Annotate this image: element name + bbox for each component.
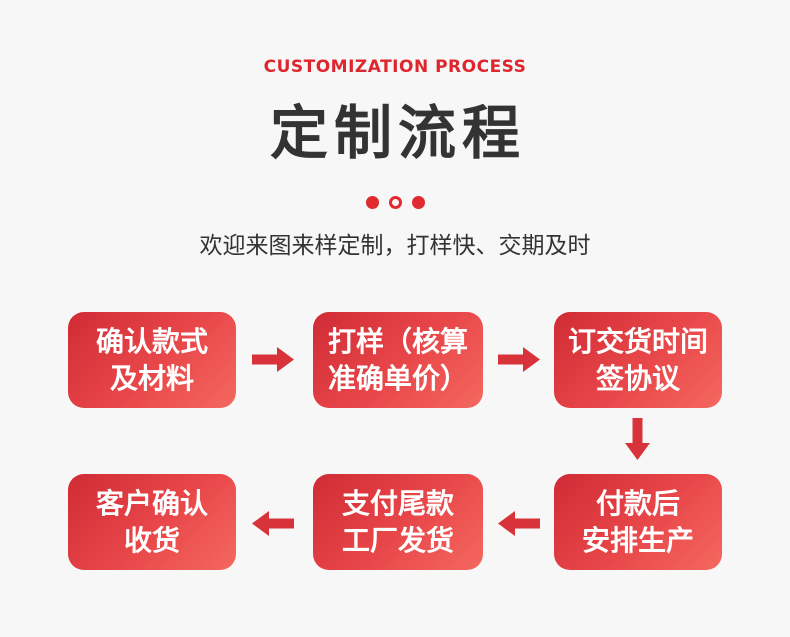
flow-step-payment-production: 付款后 安排生产 — [554, 474, 722, 570]
flow-step-label: 客户确认 — [95, 487, 208, 520]
arrow-right-icon — [252, 347, 294, 372]
flow-step-label: 准确单价） — [327, 362, 468, 395]
flow-step-label: 安排生产 — [581, 524, 694, 557]
flow-step-label: 订交货时间 — [567, 325, 708, 358]
flow-step-label: 收货 — [123, 524, 180, 557]
dot-filled-icon — [411, 196, 425, 209]
flow-step-label: 工厂发货 — [341, 524, 454, 557]
arrow-down-icon — [625, 418, 650, 460]
flow-step-label: 及材料 — [109, 362, 194, 395]
flow-step-pay-balance-ship: 支付尾款 工厂发货 — [313, 474, 483, 570]
subtitle-text: 欢迎来图来样定制，打样快、交期及时 — [199, 233, 591, 259]
flow-step-customer-confirm: 客户确认 收货 — [68, 474, 236, 570]
flow-step-label: 打样（核算 — [327, 325, 468, 358]
flow-step-label: 支付尾款 — [341, 487, 454, 520]
flow-step-sampling: 打样（核算 准确单价） — [313, 312, 483, 408]
flow-step-label: 确认款式 — [95, 325, 208, 358]
arrow-right-icon — [498, 347, 540, 372]
eyebrow-heading: CUSTOMIZATION PROCESS — [263, 57, 527, 77]
dot-filled-icon — [365, 196, 379, 209]
flow-step-label: 签协议 — [595, 362, 680, 395]
flow-step-confirm-style: 确认款式 及材料 — [68, 312, 236, 408]
decorative-dots — [0, 196, 790, 209]
dot-hollow-icon — [388, 196, 402, 209]
arrow-left-icon — [252, 511, 294, 536]
flow-step-label: 付款后 — [595, 487, 680, 520]
page-title: 定制流程 — [269, 99, 526, 167]
arrow-left-icon — [498, 511, 540, 536]
flow-step-delivery-agreement: 订交货时间 签协议 — [554, 312, 722, 408]
